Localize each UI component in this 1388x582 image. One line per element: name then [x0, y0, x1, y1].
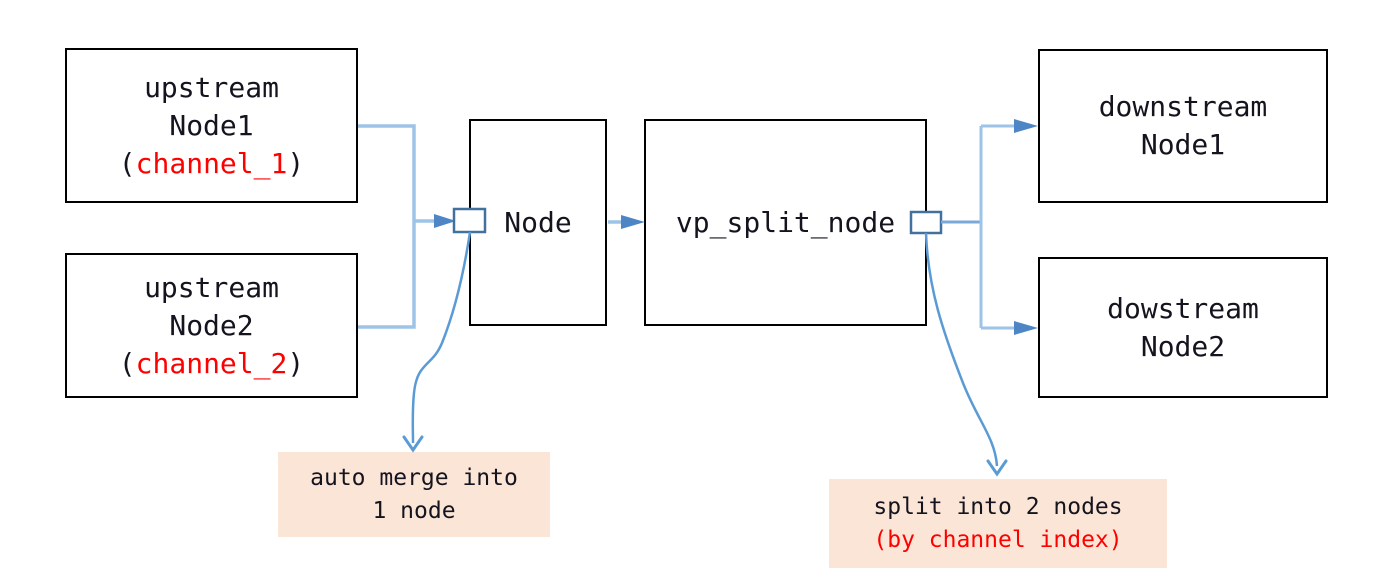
vp-split-node-label: vp_split_node	[675, 205, 896, 239]
downstream-node2-line2: Node2	[1140, 329, 1226, 363]
merge-callout-arrow	[411, 231, 472, 444]
upstream-node2-line1: upstream	[144, 270, 279, 304]
split-callout-line2: (by channel index)	[873, 526, 1123, 553]
downstream-node2-box: dowstream Node2	[1038, 257, 1328, 398]
merge-connector-line	[358, 124, 416, 329]
node-to-split-arrowhead-icon	[621, 215, 645, 229]
merge-node-label: Node	[504, 205, 572, 239]
upstream-node1-line2: Node1	[169, 108, 254, 142]
upstream-node1-channel: (channel_1)	[119, 145, 304, 183]
merge-callout-line1: auto merge into	[310, 464, 518, 491]
split-callout-line1: split into 2 nodes	[873, 493, 1123, 520]
split-callout-arrowhead-icon	[986, 459, 1008, 477]
vp-split-node-box: vp_split_node	[644, 119, 927, 326]
downstream-node1-line1: downstream	[1098, 90, 1268, 123]
downstream-node1-line2: Node1	[1140, 128, 1226, 161]
split-callout: split into 2 nodes (by channel index)	[829, 479, 1167, 568]
channel-1-label: channel_1	[135, 146, 288, 180]
split-bottom-arrowhead-icon	[1014, 321, 1038, 335]
upstream-node1-line1: upstream	[144, 70, 279, 104]
downstream-node1-box: downstream Node1	[1038, 49, 1328, 203]
channel-2-label: channel_2	[135, 346, 288, 380]
upstream-node2-box: upstream Node2 (channel_2)	[65, 253, 358, 398]
split-callout-arrow	[924, 232, 999, 467]
merge-arrowhead-icon	[434, 214, 456, 228]
merge-callout: auto merge into 1 node	[278, 452, 550, 537]
paren-open: (	[118, 146, 136, 180]
merge-callout-line2: 1 node	[372, 497, 456, 524]
paren-close: )	[287, 146, 305, 180]
merge-node-box: Node	[469, 119, 607, 326]
paren-close: )	[287, 346, 305, 380]
merge-callout-arrowhead-icon	[402, 435, 424, 453]
upstream-node2-channel: (channel_2)	[119, 345, 304, 383]
paren-open: (	[118, 346, 136, 380]
upstream-node2-line2: Node2	[169, 308, 254, 342]
split-top-arrowhead-icon	[1014, 119, 1038, 133]
downstream-node2-line1: dowstream	[1107, 291, 1259, 325]
upstream-node1-box: upstream Node1 (channel_1)	[65, 48, 358, 203]
